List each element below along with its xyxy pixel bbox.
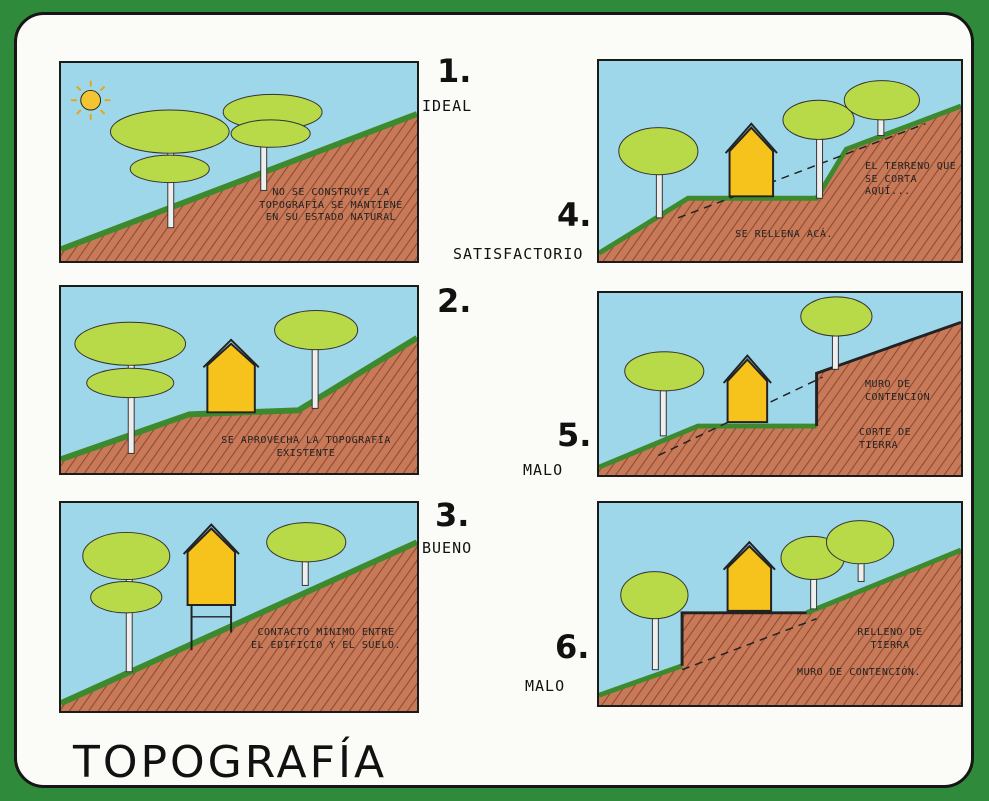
panel-2-number: 2.: [437, 282, 472, 320]
tree-right: [843, 80, 920, 136]
panel-5-rating: MALO: [523, 461, 564, 479]
panel-3-number: 3.: [435, 496, 470, 534]
slope-2-illustration: [61, 310, 417, 473]
tree-right: [222, 93, 323, 191]
panel-5-retaining-wall-cut: MURO DE CONTENCIÓN CORTE DE TIERRA: [597, 291, 963, 477]
panel-2-house-on-slope: SE APROVECHA LA TOPOGRAFÍA EXISTENTE: [59, 285, 419, 475]
house-icon: [202, 338, 260, 414]
grass-line: [599, 663, 683, 698]
tree-right: [825, 520, 895, 582]
original-slope-dashed: [658, 376, 823, 457]
panel-6-retaining-wall-fill: RELLENO DE TIERRA MURO DE CONTENCIÓN.: [597, 501, 963, 707]
soil-mass: [599, 322, 961, 475]
panel-3-note: CONTACTO MÍNIMO ENTRE EL EDIFICIO Y EL S…: [251, 627, 401, 651]
tree-right: [800, 296, 873, 370]
panel-6-note-fill: RELLENO DE TIERRA: [857, 627, 923, 651]
panel-1-number: 1.: [437, 52, 472, 90]
panel-3-rating: BUENO: [422, 539, 473, 557]
panel-4-note-cut: EL TERRENO QUE SE CORTA AQUÍ...: [865, 161, 957, 197]
panel-5-number: 5.: [557, 416, 592, 454]
tree-middle: [782, 99, 855, 199]
soil-mass: [61, 337, 417, 473]
tree-left: [109, 109, 230, 229]
panel-6-number: 6.: [555, 628, 590, 666]
panel-3-stilted-house: CONTACTO MÍNIMO ENTRE EL EDIFICIO Y EL S…: [59, 501, 419, 713]
grass-line: [61, 111, 417, 252]
panel-1-natural-slope: NO SE CONSTRUYE LA TOPOGRAFÍA SE MANTIEN…: [59, 61, 419, 263]
original-slope-dashed: [681, 618, 817, 671]
house-icon: [722, 540, 776, 612]
house-icon: [724, 122, 778, 198]
tree-right: [266, 522, 347, 586]
soil-mass: [599, 106, 961, 261]
panel-4-number: 4.: [557, 196, 592, 234]
panel-6-note-wall: MURO DE CONTENCIÓN.: [797, 667, 921, 678]
slope-1-illustration: [61, 80, 417, 261]
grass-line: [599, 423, 817, 470]
sheet-title: TOPOGRAFÍA: [73, 737, 388, 788]
panel-5-note-wall: MURO DE CONTENCIÓN: [865, 379, 931, 403]
retaining-wall: [815, 320, 961, 427]
sun-icon: [70, 80, 111, 120]
drawing-sheet: NO SE CONSTRUYE LA TOPOGRAFÍA SE MANTIEN…: [14, 12, 974, 788]
panel-1-note: NO SE CONSTRUYE LA TOPOGRAFÍA SE MANTIEN…: [259, 187, 403, 223]
panel-2-note: SE APROVECHA LA TOPOGRAFÍA EXISTENTE: [221, 435, 391, 459]
house-icon: [722, 354, 772, 424]
panel-4-cut-and-fill: EL TERRENO QUE SE CORTA AQUÍ... SE RELLE…: [597, 59, 963, 263]
grass-line-upper: [805, 547, 961, 616]
slope-4-illustration: [599, 80, 961, 261]
slope-5-illustration: [599, 296, 961, 475]
tree-left: [624, 351, 705, 437]
original-slope-dashed: [677, 123, 926, 219]
panel-4-note-fill: SE RELLENA ACÁ.: [735, 229, 833, 240]
tree-right: [274, 310, 359, 409]
panel-4-rating: SATISFACTORIO: [453, 245, 584, 263]
slope-3-illustration: [61, 522, 417, 711]
tree-left: [618, 127, 699, 219]
tree-left: [74, 321, 187, 454]
slope-6-illustration: [599, 520, 961, 705]
panel-1-rating: IDEAL: [422, 97, 473, 115]
stilted-house-icon: [182, 523, 240, 651]
panel-5-note-cut: CORTE DE TIERRA: [859, 427, 912, 451]
retaining-wall: [680, 611, 807, 666]
tree-left: [82, 531, 171, 673]
grass-line: [61, 539, 417, 706]
panel-6-rating: MALO: [525, 677, 566, 695]
tree-left: [620, 571, 689, 671]
